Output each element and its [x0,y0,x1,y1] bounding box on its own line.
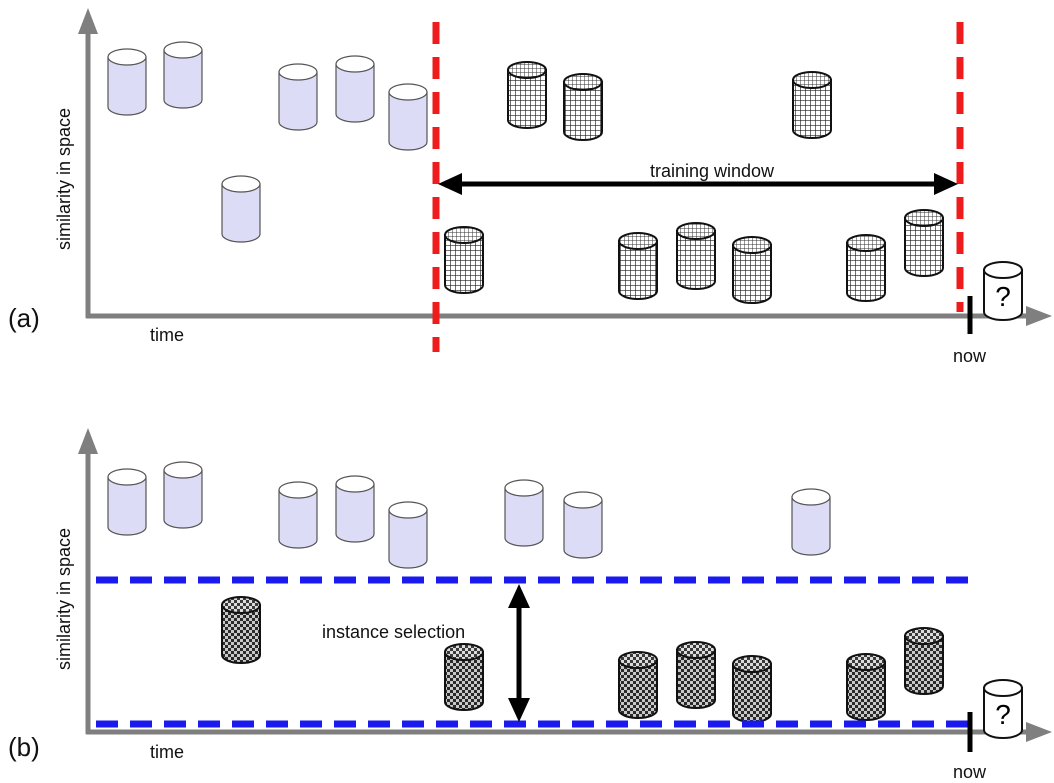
instance-selection-arrow [508,584,530,722]
panel-a: (a) time similarity in space training wi… [8,8,1052,366]
cylinder-checker-icon [676,641,716,709]
cylinder-checker-icon [732,655,772,723]
panel-a-plain-instances [107,41,428,243]
cylinder-checker-icon [444,643,484,711]
x-axis-arrowhead-icon [1026,306,1052,326]
y-axis-arrowhead-icon [78,428,98,454]
panel-a-axes [78,8,1052,326]
panel-b-now-label: now [953,762,987,782]
cylinder-plain-icon [388,83,428,151]
cylinder-checker-icon [846,653,886,721]
cylinder-query-icon [983,679,1023,739]
arrow-up-icon [508,584,530,608]
y-axis-arrowhead-icon [78,8,98,34]
panel-b-x-axis-label: time [150,742,184,762]
panel-a-x-axis-label: time [150,325,184,345]
training-window-arrow [438,173,958,195]
cylinder-plain-icon [107,48,147,116]
instance-selection-label: instance selection [322,622,465,642]
cylinder-mesh-icon [618,232,658,300]
cylinder-mesh-icon [444,226,484,294]
cylinder-checker-icon [618,651,658,719]
arrow-down-icon [508,698,530,722]
cylinder-mesh-icon [904,209,944,277]
cylinder-plain-icon [163,461,203,529]
cylinder-plain-icon [388,501,428,569]
cylinder-plain-icon [278,63,318,131]
cylinder-plain-icon [335,475,375,543]
cylinder-plain-icon [335,55,375,123]
cylinder-plain-icon [221,175,261,243]
cylinder-plain-icon [563,491,603,559]
panel-b-plain-instances [107,461,831,569]
panel-b: (b) time similarity in space instance se… [8,428,1052,782]
cylinder-plain-icon [107,468,147,536]
training-window-label: training window [650,161,775,181]
panel-a-label: (a) [8,303,40,333]
cylinder-mesh-icon [792,71,832,139]
panel-a-window-instances [444,61,944,304]
panel-b-selected-instances [221,596,944,723]
panel-a-y-axis-label: similarity in space [54,108,74,250]
panel-b-axes [78,428,1052,742]
query-mark: ? [995,699,1011,730]
cylinder-plain-icon [791,488,831,556]
panel-a-now-label: now [953,346,987,366]
cylinder-mesh-icon [507,61,547,129]
query-mark: ? [995,281,1011,312]
cylinder-plain-icon [163,41,203,109]
cylinder-checker-icon [904,627,944,695]
panel-b-label: (b) [8,732,40,762]
cylinder-checker-icon [221,596,261,664]
arrow-right-icon [934,173,958,195]
cylinder-mesh-icon [676,222,716,290]
cylinder-query-icon [983,261,1023,321]
cylinder-plain-icon [278,481,318,549]
panel-b-y-axis-label: similarity in space [54,528,74,670]
cylinder-plain-icon [504,479,544,547]
x-axis-arrowhead-icon [1026,722,1052,742]
cylinder-mesh-icon [732,236,772,304]
panel-b-query-instance: ? [983,679,1023,739]
arrow-left-icon [438,173,462,195]
cylinder-mesh-icon [563,73,603,141]
panel-a-query-instance: ? [983,261,1023,321]
cylinder-mesh-icon [846,234,886,302]
